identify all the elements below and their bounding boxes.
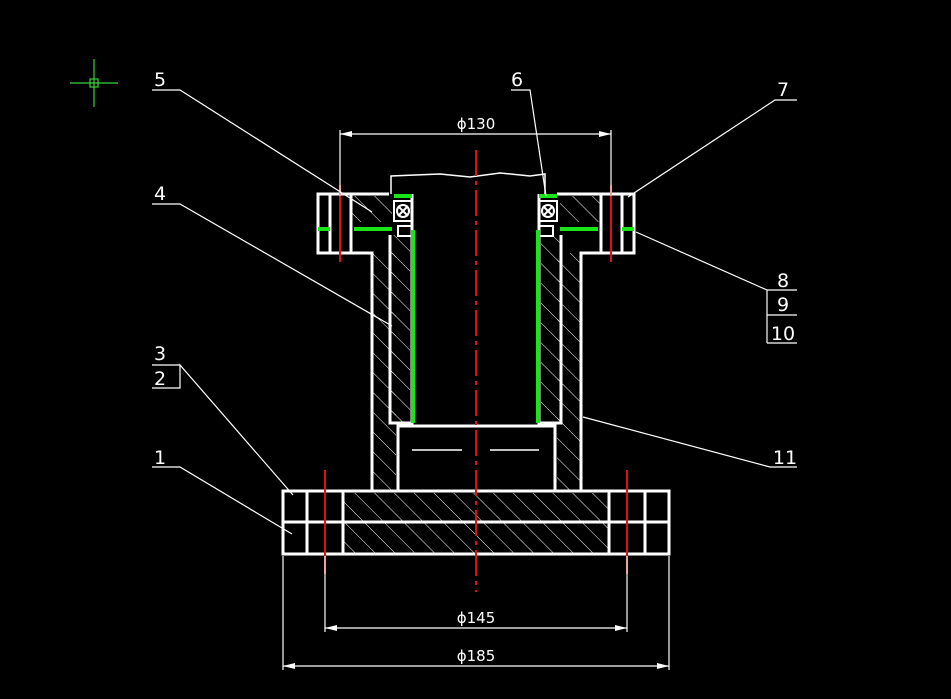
leader-lines — [152, 89, 797, 535]
crosshair-cursor-icon — [70, 59, 118, 107]
callout-5: 5 — [154, 69, 166, 91]
dimension-lines — [282, 130, 670, 670]
callout-4: 4 — [154, 183, 166, 205]
dimension-arrows — [283, 131, 669, 669]
dimension-145: ϕ145 — [457, 609, 496, 627]
section-hatching — [344, 196, 608, 553]
bearing-balls — [396, 204, 555, 218]
housing-body — [316, 192, 389, 491]
callout-1: 1 — [154, 447, 166, 469]
callout-9: 9 — [777, 294, 789, 316]
dimension-130: ϕ130 — [457, 115, 496, 133]
callout-10: 10 — [771, 323, 795, 345]
callout-8: 8 — [777, 270, 789, 292]
callout-11: 11 — [773, 447, 797, 469]
highlighted-fasteners — [318, 194, 634, 423]
bearing-left — [393, 200, 413, 222]
callout-3: 3 — [154, 343, 166, 365]
dimension-185: ϕ185 — [457, 647, 496, 665]
callout-2: 2 — [154, 368, 166, 390]
bearing-right — [538, 200, 558, 222]
callout-7: 7 — [777, 79, 789, 101]
callout-6: 6 — [511, 69, 523, 91]
